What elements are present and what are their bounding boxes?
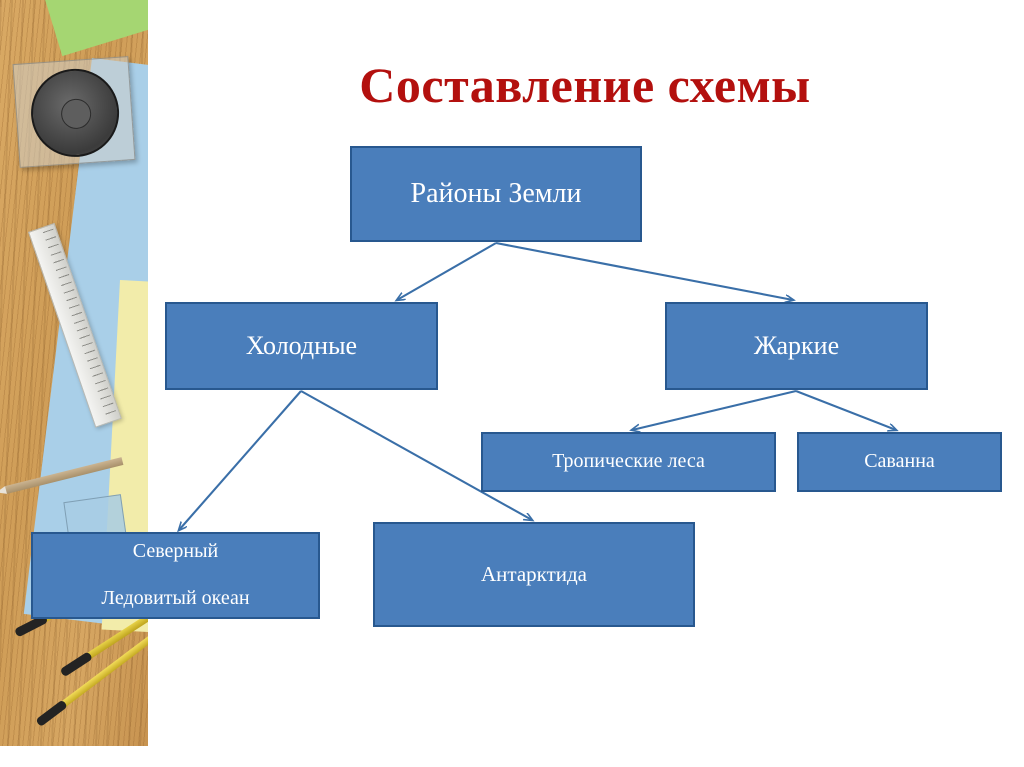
node-label: Саванна: [864, 450, 935, 473]
diagram-node-rainforest[interactable]: Тропические леса: [481, 432, 776, 492]
diagram-node-arctic[interactable]: Северный Ледовитый океан: [31, 532, 320, 619]
desk-photo-strip: [0, 0, 148, 746]
cd-hub-icon: [60, 97, 93, 130]
node-label: Северный Ледовитый океан: [89, 540, 261, 611]
node-label-line1: Северный: [132, 540, 219, 563]
node-label: Районы Земли: [410, 178, 582, 210]
diagram-node-savanna[interactable]: Саванна: [797, 432, 1002, 492]
diagram-node-cold[interactable]: Холодные: [165, 302, 438, 390]
diagram-node-root[interactable]: Районы Земли: [350, 146, 642, 242]
node-label: Холодные: [245, 330, 358, 360]
edge-hot-rainforest: [632, 389, 797, 430]
edge-cold-arctic: [179, 390, 302, 530]
edge-hot-savanna: [795, 390, 896, 430]
cd-case-icon: [12, 56, 136, 168]
node-label: Антарктида: [480, 562, 587, 587]
node-label: Тропические леса: [552, 450, 705, 473]
node-label: Жаркие: [753, 330, 840, 360]
node-label-line2: Ледовитый океан: [101, 587, 250, 610]
diagram-node-antarctica[interactable]: Антарктида: [373, 522, 695, 627]
edge-root-hot: [495, 241, 793, 300]
page-title: Составление схемы: [359, 57, 811, 113]
diagram-node-hot[interactable]: Жаркие: [665, 302, 928, 390]
edge-root-cold: [397, 242, 497, 300]
cd-disc-icon: [28, 65, 123, 160]
